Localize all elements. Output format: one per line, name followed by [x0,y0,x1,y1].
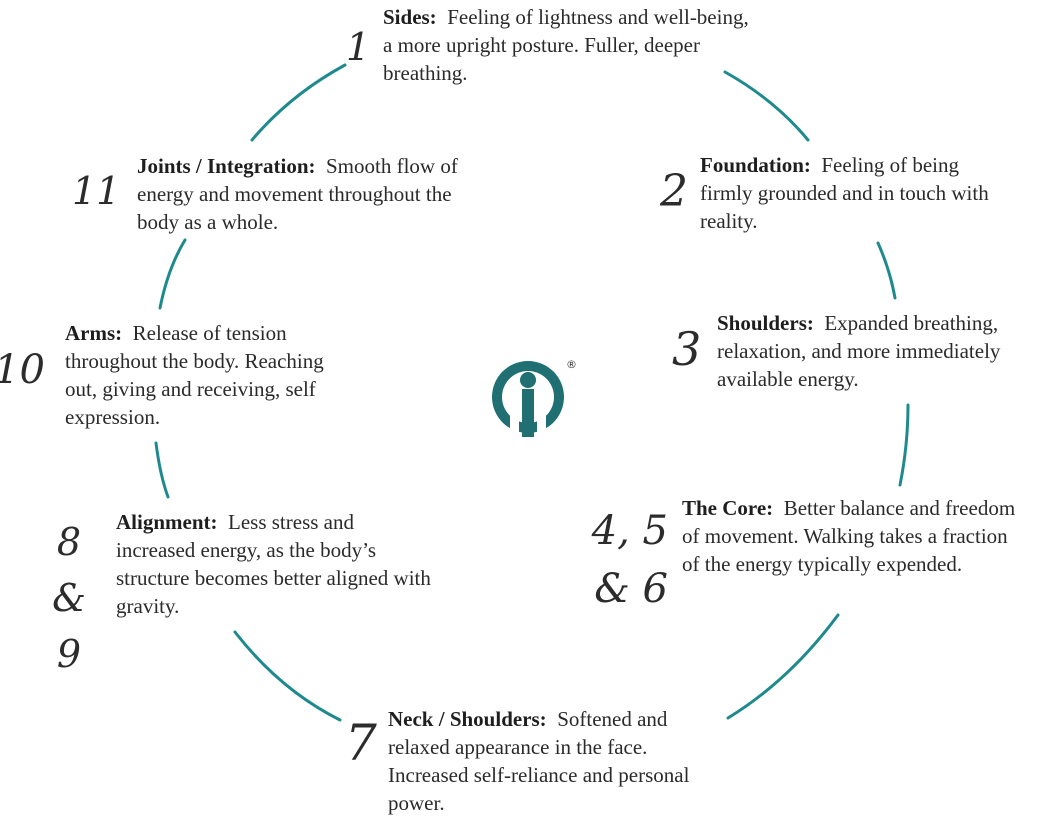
item-arms: Arms: Release of tension throughout the … [65,319,355,431]
step-number-1: 1 [346,25,371,69]
center-logo: ® [488,355,580,445]
item-sides: Sides: Feeling of lightness and well-bei… [383,3,763,87]
item-title: Arms: [65,321,123,345]
step-number-7: 7 [345,714,377,772]
arc-2-to-3 [876,241,897,300]
arc-1-to-2 [723,70,810,142]
item-description: Better balance and freedom of movement. … [682,496,1016,576]
item-title: Sides: [383,5,437,29]
step-number-11: 11 [72,169,121,213]
arc-3-to-core [898,403,910,487]
item-joints-integration: Joints / Integration: Smooth flow of ene… [137,152,492,236]
item-alignment: Alignment: Less stress and increased ene… [116,508,431,620]
item-title: The Core: [682,496,774,520]
item-title: Foundation: [700,153,811,177]
item-shoulders: Shoulders: Expanded breathing, relaxatio… [717,309,1055,393]
item-description: Expanded breathing, relaxation, and more… [717,311,1001,391]
step-number-2: 2 [660,166,688,217]
step-number-10: 10 [0,347,45,393]
item-foundation: Foundation: Feeling of being firmly grou… [700,151,995,235]
step-number-3: 3 [672,322,702,376]
step-number-8-9: 8 & 9 [52,520,86,676]
arc-core-to-7 [726,613,840,720]
item-description: Smooth flow of energy and movement throu… [137,154,458,234]
item-the-core: The Core: Better balance and freedom of … [682,494,1027,578]
arc-alignment-to-10 [154,441,170,499]
arc-10-to-11 [158,238,187,310]
item-title: Neck / Shoulders: [388,707,547,731]
item-description: Feeling of lightness and well-being, a m… [383,5,749,85]
registered-mark: ® [566,358,577,371]
item-title: Joints / Integration: [137,154,316,178]
logo-mark-icon [492,361,564,437]
item-title: Shoulders: [717,311,814,335]
item-description: Softened and relaxed appearance in the f… [388,707,690,815]
item-neck-shoulders: Neck / Shoulders: Softened and relaxed a… [388,705,733,817]
item-description: Feeling of being firmly grounded and in … [700,153,989,233]
item-description: Less stress and increased energy, as the… [116,510,431,618]
item-description: Release of tension throughout the body. … [65,321,324,429]
step-number-4-5-6: 4, 5 & 6 [591,508,668,612]
item-title: Alignment: [116,510,218,534]
arc-7-to-alignment [233,630,342,722]
arc-11-to-1 [250,63,347,142]
